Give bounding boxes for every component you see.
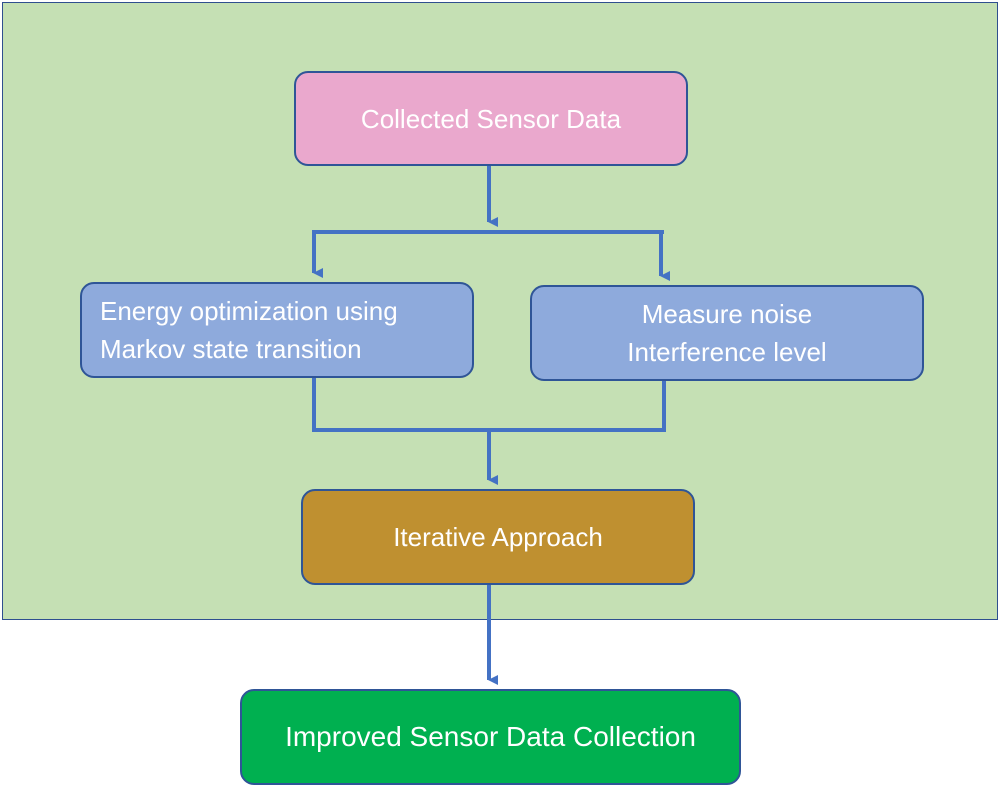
node-energy-line2: Markov state transition — [100, 334, 362, 364]
edge-noise-to-merge — [489, 381, 666, 432]
node-iterative-approach: Iterative Approach — [301, 489, 695, 585]
node-measure-noise: Measure noise Interference level — [530, 285, 924, 381]
node-noise-line2: Interference level — [627, 337, 827, 367]
node-energy-line1: Energy optimization using — [100, 296, 398, 326]
edge-energy-to-merge — [312, 378, 489, 432]
node-noise-line1: Measure noise — [641, 299, 813, 329]
node-iterative-label: Iterative Approach — [393, 522, 603, 552]
node-improved-label: Improved Sensor Data Collection — [285, 721, 696, 752]
node-improved-sensor-data-collection: Improved Sensor Data Collection — [240, 689, 741, 785]
node-collected-label: Collected Sensor Data — [360, 103, 622, 134]
node-energy-optimization: Energy optimization using Markov state t… — [80, 282, 474, 378]
node-collected-sensor-data: Collected Sensor Data — [294, 71, 688, 166]
